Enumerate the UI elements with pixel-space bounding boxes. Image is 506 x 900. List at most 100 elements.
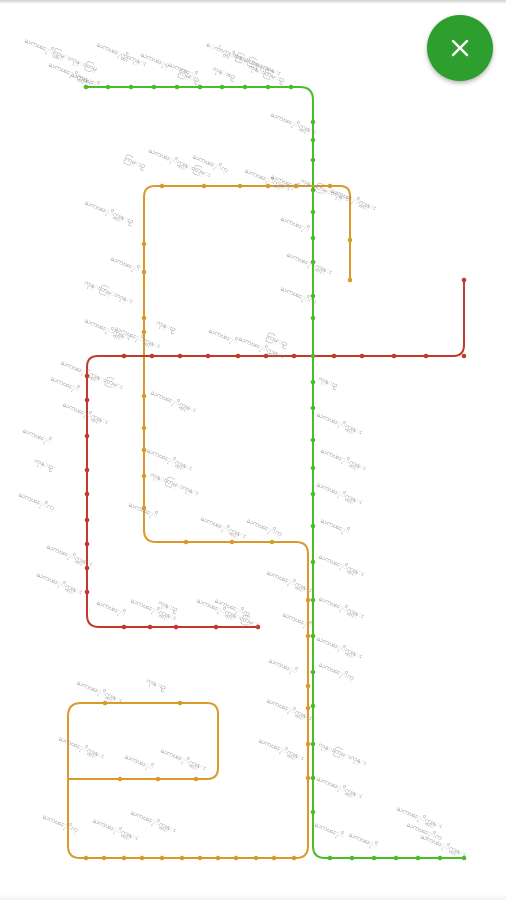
station-label[interactable]: ႀကၽႏုိက္ကုန္း [329,186,378,213]
station-label[interactable]: ႀကၽႏုိက္ကုန္း [317,552,366,579]
station-marker[interactable] [391,353,397,359]
station-marker[interactable] [84,373,90,379]
station-marker[interactable] [84,467,90,473]
station-marker[interactable] [437,855,443,861]
station-marker[interactable] [84,589,90,595]
station-marker[interactable] [423,353,429,359]
station-label[interactable]: ႀကၽႏုိ [279,214,311,234]
close-button[interactable] [427,15,493,81]
station-marker[interactable] [173,624,179,630]
station-marker[interactable] [197,855,203,861]
station-marker[interactable] [310,379,316,385]
station-marker[interactable] [293,183,299,189]
station-label[interactable]: ကုန္းတြမ္းကုန္း [317,740,369,769]
station-marker[interactable] [269,539,275,545]
station-label[interactable]: ႀကၽႏုိ [347,830,379,850]
station-marker[interactable] [310,437,316,443]
station-marker[interactable] [310,405,316,411]
station-label[interactable]: ႀကၽႏုိက္ [317,660,356,683]
station-marker[interactable] [101,855,107,861]
station-marker[interactable] [310,597,316,603]
station-marker[interactable] [310,157,316,163]
station-marker[interactable] [371,855,377,861]
station-marker[interactable] [393,855,399,861]
station-label[interactable]: ႀကၽႏုိက္ကုန္း [285,250,334,277]
station-marker[interactable] [235,353,241,359]
station-marker[interactable] [461,277,467,283]
station-marker[interactable] [213,624,219,630]
station-marker[interactable] [84,565,90,571]
station-marker[interactable] [139,855,145,861]
station-label[interactable]: ႀကၽႏုိက္ကုန္း [145,446,194,473]
station-marker[interactable] [310,741,316,747]
station-marker[interactable] [327,855,333,861]
station-marker[interactable] [84,541,90,547]
station-marker[interactable] [84,397,90,403]
station-label[interactable]: ႀကၽႏုိက္ကုန္း [129,808,178,835]
station-marker[interactable] [265,84,271,90]
station-label[interactable]: ႀကၽႏုိက္ကုန္း [269,110,318,137]
station-marker[interactable] [84,433,90,439]
station-marker[interactable] [461,353,467,359]
station-marker[interactable] [174,84,180,90]
station-marker[interactable] [179,855,185,861]
station-marker[interactable] [461,855,467,861]
station-label[interactable]: ႀကၽႏုိက္ကုန္း [265,568,314,595]
station-label[interactable]: ႀကၽႏုိက္ကုန္း [61,400,110,427]
station-marker[interactable] [141,505,147,511]
station-label[interactable]: ကုန္းတြမ္းကုန္း [149,470,201,499]
station-label[interactable]: ကုန္းဥ္ [33,456,55,472]
station-marker[interactable] [310,315,316,321]
station-label[interactable]: ႀကၽႏုိက္ကုန္း [265,696,314,723]
station-marker[interactable] [305,633,311,639]
station-label[interactable]: ႀကၽႏုိက္ကုန္း [57,734,106,761]
station-marker[interactable] [253,855,259,861]
station-label[interactable]: ကုန္းတြမ္းကုန္း [83,278,135,307]
station-marker[interactable] [128,84,134,90]
station-marker[interactable] [183,539,189,545]
station-marker[interactable] [331,353,337,359]
station-marker[interactable] [121,624,127,630]
station-marker[interactable] [310,293,316,299]
station-marker[interactable] [310,235,316,241]
station-marker[interactable] [177,353,183,359]
station-label[interactable]: ႀကၽႏုိက္ကုန္း [159,746,208,773]
station-marker[interactable] [310,137,316,143]
station-marker[interactable] [271,855,277,861]
station-label[interactable]: ႀကၽႏုိက္ကုန္း [315,480,364,507]
station-label[interactable]: ႀကၽႏုိက္ကုန္း [35,570,84,597]
station-marker[interactable] [310,633,316,639]
station-marker[interactable] [242,84,248,90]
station-label[interactable]: ႀကၽႏုိက္ကုန္း [149,388,198,415]
station-marker[interactable] [141,393,147,399]
station-label[interactable]: ႀကၽႏုိ [313,820,345,840]
station-label[interactable]: ႀကၽႏုိ [95,598,127,618]
station-label[interactable]: ႀကၽႏုိ [109,254,141,274]
station-marker[interactable] [310,559,316,565]
station-label[interactable]: ႀကၽႏုိ [319,516,351,536]
station-marker[interactable] [233,855,239,861]
station-marker[interactable] [219,84,225,90]
station-marker[interactable] [141,473,147,479]
station-marker[interactable] [291,353,297,359]
station-marker[interactable] [327,183,333,189]
station-marker[interactable] [349,855,355,861]
station-label[interactable]: ႀကၽႏုိက္ကုန္း [319,446,368,473]
station-marker[interactable] [117,776,123,782]
station-label[interactable]: ႀကၽႏုိက္ကုန္းဥ္ [83,198,135,226]
station-label[interactable]: ႀကၽႏုိ [267,656,299,676]
station-marker[interactable] [310,209,316,215]
station-marker[interactable] [310,259,316,265]
station-label[interactable]: ႀကၽႏုိ [207,326,239,346]
station-marker[interactable] [121,353,127,359]
station-marker[interactable] [159,855,165,861]
station-label[interactable]: ႀကၽႏုိက္ကုန္း [75,678,124,705]
station-marker[interactable] [177,700,183,706]
station-label[interactable]: ႀကၽႏုိက္ကုန္း [257,736,306,763]
station-marker[interactable] [305,741,311,747]
station-marker[interactable] [83,84,89,90]
station-label[interactable]: ကုန္းဥ္ [155,318,177,334]
station-marker[interactable] [305,597,311,603]
station-marker[interactable] [310,491,316,497]
station-marker[interactable] [193,776,199,782]
